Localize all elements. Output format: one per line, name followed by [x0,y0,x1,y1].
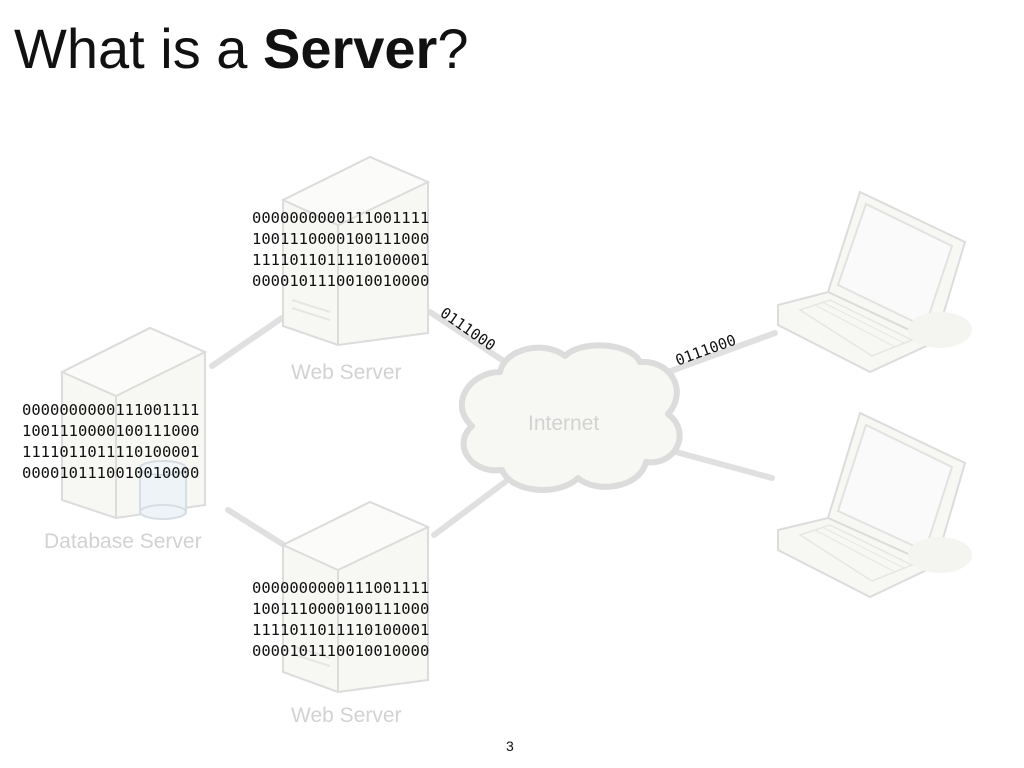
title-prefix: What is a [14,17,263,80]
binary-block-database-server: 0000000000111001111 1001110000100111000 11… [22,400,199,484]
binary-line: 1001110000100111000 [252,230,430,248]
binary-line: 0000101110010010000 [22,464,200,482]
database-server-icon [59,326,208,520]
laptop-bottom-icon [777,411,972,599]
internet-cloud-icon [458,342,683,493]
slide-title: What is a Server? [14,18,469,80]
binary-line: 0000101110010010000 [252,642,430,660]
page-number: 3 [506,738,514,754]
laptop-top-icon [777,190,972,374]
connections [209,309,778,548]
web-server-bottom-label: Web Server [291,704,402,727]
binary-line: 0000101110010010000 [252,272,430,290]
connection-internet-to-laptop-top [665,330,778,375]
connection-webserver-bottom-to-internet [431,479,508,538]
database-server-label: Database Server [44,530,202,553]
connection-database-to-webserver-bottom [225,507,287,548]
binary-block-web-server-top: 0000000000111001111 1001110000100111000 11… [252,208,429,292]
web-server-top-label: Web Server [291,361,402,384]
binary-block-web-server-bottom: 0000000000111001111 1001110000100111000 11… [252,578,429,662]
title-emphasis: Server [262,17,438,80]
binary-line: 1111011011110100001 [252,621,430,639]
internet-label: Internet [528,412,599,435]
binary-line: 0000000000111001111 [252,579,430,597]
binary-line: 1111011011110100001 [252,251,430,269]
binary-line: 1001110000100111000 [252,600,430,618]
binary-line: 0000000000111001111 [252,209,430,227]
connection-internet-to-laptop-bottom [673,449,775,481]
connection-database-to-webserver-top [209,315,285,369]
binary-line: 0000000000111001111 [22,401,200,419]
title-suffix: ? [437,17,469,80]
binary-line: 1111011011110100001 [22,443,200,461]
web-server-top-icon [280,155,431,347]
binary-line: 1001110000100111000 [22,422,200,440]
web-server-bottom-icon [280,500,431,694]
